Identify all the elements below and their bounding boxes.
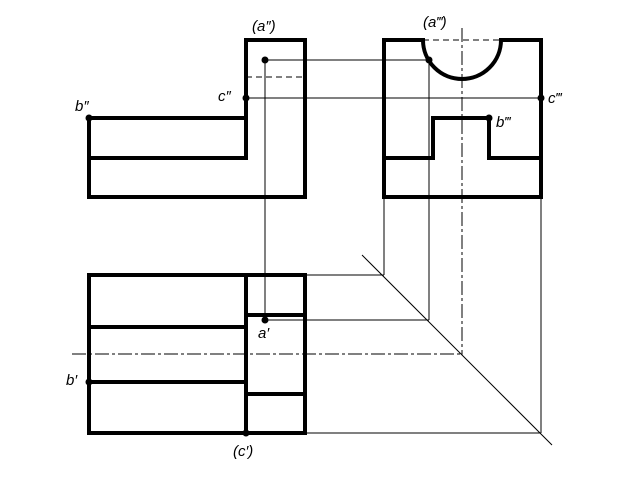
point-b-side — [485, 114, 493, 122]
projection-lines — [246, 59, 553, 446]
front-view — [87, 38, 307, 199]
point-b-front — [85, 114, 93, 122]
top-view — [72, 273, 462, 435]
label-c-top: (c′) — [233, 443, 253, 460]
label-b-top: b′ — [66, 372, 78, 389]
front-view-outline — [87, 38, 307, 199]
point-a-front — [261, 56, 269, 64]
side-view-slot — [382, 116, 543, 160]
label-a-top: a′ — [258, 325, 270, 342]
side-view-outline — [382, 38, 543, 199]
point-a-side — [425, 56, 433, 64]
point-b-top — [85, 378, 93, 386]
point-c-side — [537, 94, 545, 102]
label-a-side: (a‴) — [423, 14, 447, 31]
label-c-side: c‴ — [548, 90, 563, 107]
points — [85, 56, 545, 437]
label-a-front: (a″) — [252, 18, 276, 35]
labels: (a″) (a‴) c″ c‴ b″ b‴ a′ b′ (c′) — [66, 14, 563, 460]
point-c-top — [242, 429, 250, 437]
point-c-front — [242, 94, 250, 102]
miter-line — [361, 254, 553, 446]
point-a-top — [261, 316, 269, 324]
side-view — [382, 28, 543, 355]
label-b-front: b″ — [75, 98, 89, 115]
label-b-side: b‴ — [496, 114, 511, 131]
label-c-front: c″ — [218, 88, 232, 105]
